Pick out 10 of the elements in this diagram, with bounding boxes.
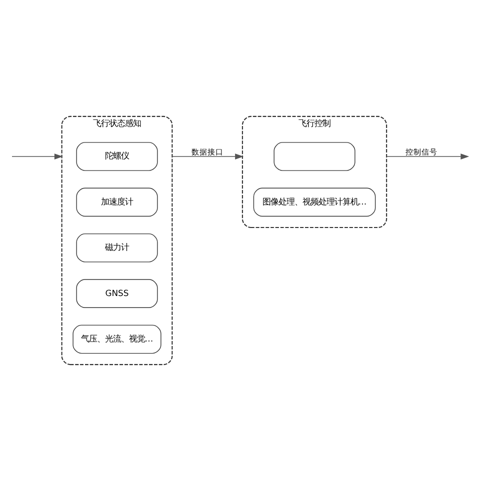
node-box: 陀螺仪 <box>76 142 158 170</box>
node-box: 图像处理、视频处理计算机… <box>253 187 376 216</box>
node-box: 磁力计 <box>76 232 158 262</box>
arrow <box>12 153 63 159</box>
node-box <box>274 142 356 170</box>
node-box: GNSS <box>76 278 158 308</box>
arrow <box>172 153 244 159</box>
arrow <box>386 153 470 159</box>
node-box: 加速度计 <box>76 187 158 216</box>
node-box: 气压、光流、视觉… <box>72 324 162 354</box>
